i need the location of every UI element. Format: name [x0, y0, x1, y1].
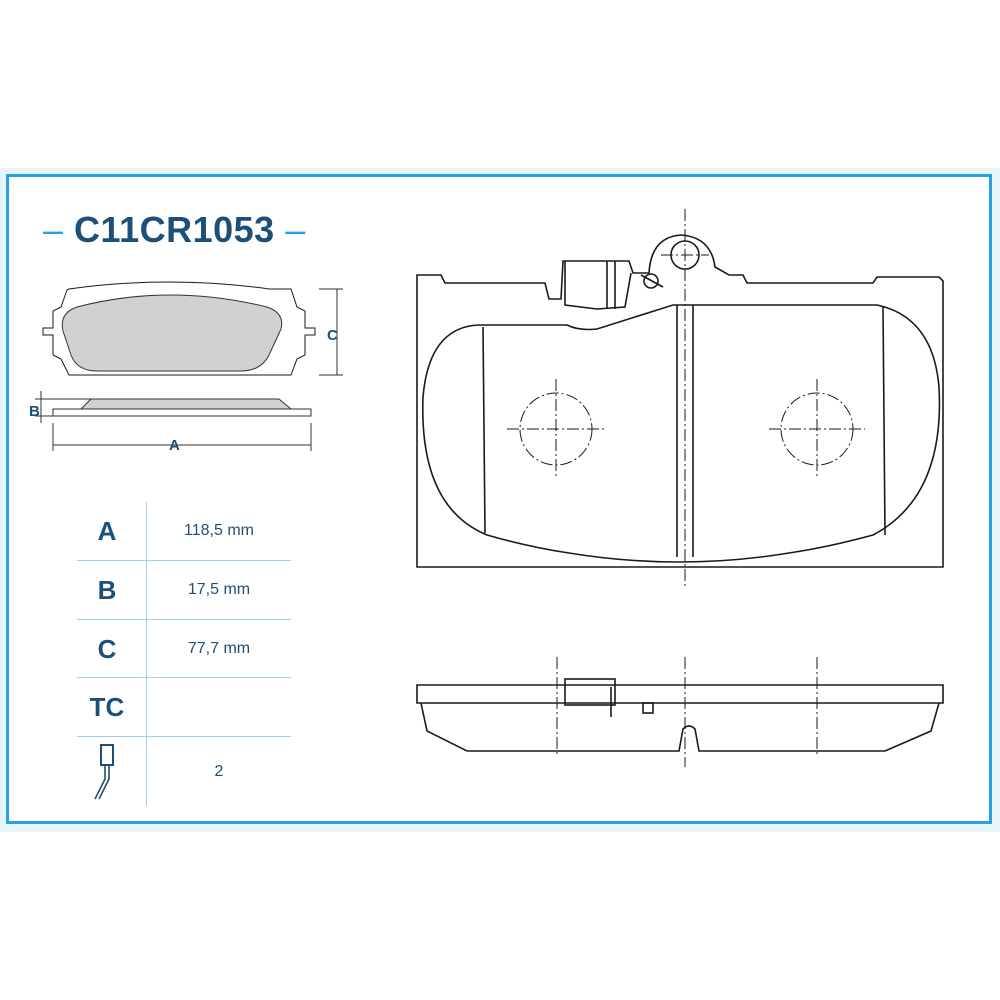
table-rule: [77, 677, 291, 678]
spec-label: TC: [89, 691, 125, 722]
spec-label: A: [97, 515, 117, 546]
pad-chamfer-left: [482, 326, 486, 534]
spec-label: B: [97, 574, 117, 605]
spec-value: 118,5 mm: [184, 522, 254, 539]
friction-material-outline: [421, 304, 941, 563]
table-rule: [77, 736, 291, 737]
pad-front-view: [416, 209, 944, 587]
sensor-rivet: [643, 273, 659, 289]
side-sensor-tab: [642, 702, 654, 714]
dim-letter-a: A: [169, 437, 180, 454]
spec-label: C: [97, 633, 117, 664]
part-number: C11CR1053: [74, 209, 275, 250]
side-sensor-block: [564, 678, 616, 706]
spec-value: 77,7 mm: [187, 640, 251, 657]
side-friction-body: [420, 702, 940, 752]
pad-reference-sketch: [35, 281, 343, 451]
sensor-rivet-line: [640, 274, 664, 288]
spec-row-tc: TC: [69, 678, 291, 736]
dim-letter-b: B: [29, 403, 40, 420]
sensor-clip: [564, 261, 632, 310]
pad-chamfer-right: [882, 306, 886, 536]
part-number-title: – C11CR1053 –: [43, 209, 306, 251]
table-rule: [77, 619, 291, 620]
table-rule: [77, 560, 291, 561]
sketch-side-backplate: [52, 408, 312, 417]
sketch-side-friction: [79, 398, 293, 410]
wear-sensor-count: 2: [214, 763, 224, 780]
title-dash-right: –: [285, 209, 306, 250]
pad-side-view: [416, 657, 944, 767]
backplate-outline: [416, 234, 944, 568]
table-divider: [146, 502, 147, 806]
spec-row-a: A 118,5 mm: [69, 502, 291, 560]
dim-letter-c: C: [327, 327, 338, 344]
sketch-front-backplate: [42, 281, 316, 376]
sheet-frame: – C11CR1053 – C B A: [6, 174, 992, 824]
spec-row-sensor: 2: [69, 738, 291, 806]
wear-sensor-icon: [69, 738, 145, 806]
spec-row-c: C 77,7 mm: [69, 620, 291, 678]
sketch-front-friction: [61, 294, 283, 372]
spec-value: 17,5 mm: [187, 581, 251, 598]
title-dash-left: –: [43, 209, 64, 250]
spec-row-b: B 17,5 mm: [69, 561, 291, 619]
side-backplate-top: [416, 684, 944, 704]
spec-value: [147, 678, 291, 736]
spec-sheet: – C11CR1053 – C B A: [0, 168, 1000, 832]
